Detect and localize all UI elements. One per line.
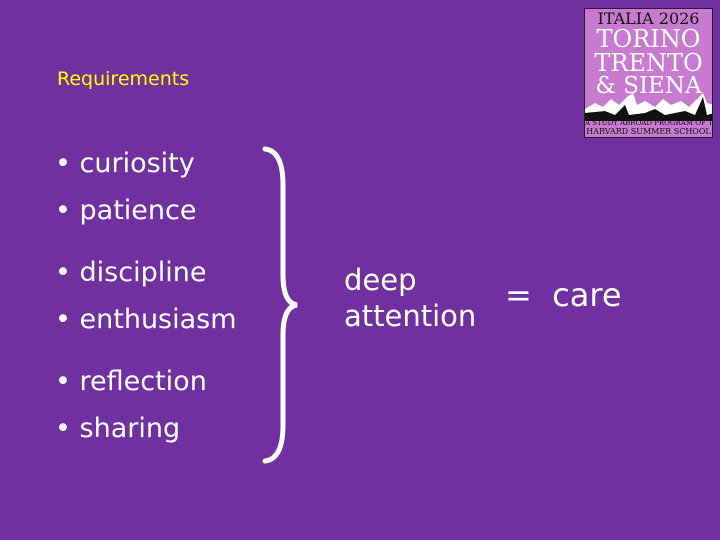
bullet-item: reflection: [55, 366, 207, 398]
right-brace-icon: [262, 146, 298, 464]
bullet-item: enthusiasm: [55, 304, 237, 336]
bullet-item: discipline: [55, 257, 207, 289]
deep-text: deep: [344, 263, 417, 297]
equals-sign: =: [505, 276, 532, 314]
logo-line: TRENTO: [594, 49, 703, 77]
deep-attention-text: deep attention: [344, 262, 476, 334]
logo-line: ITALIA 2026: [597, 9, 700, 28]
attention-text: attention: [344, 299, 477, 333]
logo-line: TORINO: [596, 25, 701, 53]
bullet-item: curiosity: [55, 148, 195, 180]
slide-title: Requirements: [57, 68, 190, 90]
bullet-item: patience: [55, 195, 197, 227]
italia-2026-logo: ITALIA 2026 TORINO TRENTO & SIENA A STUD…: [584, 8, 713, 138]
logo-line: A STUDY ABROAD PROGRAM OF THE: [585, 119, 713, 127]
bullet-item: sharing: [55, 413, 181, 445]
logo-line: HARVARD SUMMER SCHOOL: [586, 127, 711, 136]
skyline-icon: [585, 93, 712, 121]
care-text: care: [552, 276, 622, 314]
logo-line: & SIENA: [595, 73, 702, 99]
equals-care: = care: [505, 276, 622, 314]
